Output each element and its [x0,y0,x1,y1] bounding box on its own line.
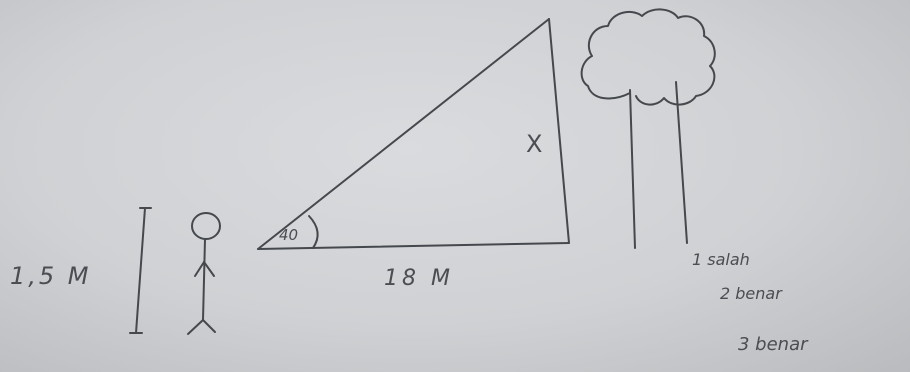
stick-figure-left-arm [194,261,205,277]
angle-label: 40 [279,226,299,244]
right-triangle [257,18,570,250]
note-line-1: 1 salah [692,250,750,269]
height-bar [129,207,152,334]
triangle-vertical-side [548,18,570,244]
stick-figure [187,212,221,335]
tree-crown [580,8,716,106]
triangle-hypotenuse [257,18,550,250]
stick-figure-left-leg [187,319,204,335]
triangle-base [257,242,570,250]
stick-figure-right-arm [203,261,215,277]
tree [580,8,716,249]
angle-arc [308,215,319,249]
unknown-side-label: X [526,130,543,158]
stick-figure-right-leg [202,319,216,333]
stick-figure-body [202,238,206,321]
tree-trunk-left [629,89,636,249]
person-height-label: 1,5 M [10,262,92,290]
stick-figure-head [191,212,221,240]
note-line-2: 2 benar [720,284,782,303]
triangle-base-label: 18 M [384,266,454,291]
tree-trunk-right [675,81,688,244]
note-line-3: 3 benar [738,334,808,355]
